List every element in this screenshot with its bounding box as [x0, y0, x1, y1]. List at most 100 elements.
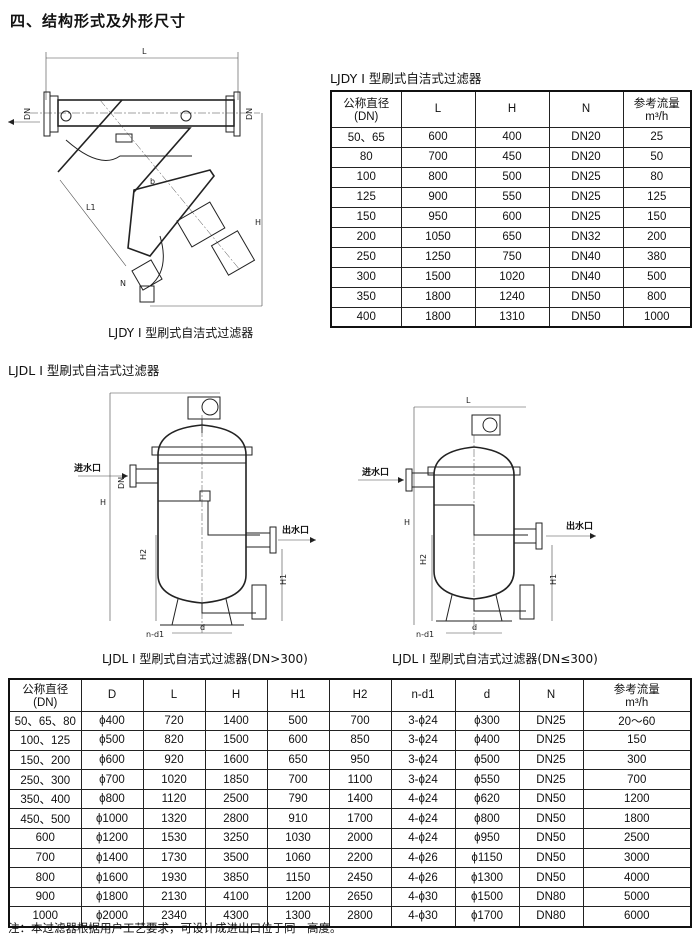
- table-cell: 1500: [204, 730, 268, 751]
- table-cell: 1240: [474, 286, 550, 308]
- table-cell: DN25: [518, 749, 584, 771]
- ljdl-big-H1: H1: [279, 574, 288, 585]
- table-cell: 700: [266, 769, 330, 790]
- table-cell: 600: [266, 730, 330, 751]
- table-cell: ϕ1800: [80, 886, 144, 908]
- table-cell: 450: [474, 146, 550, 168]
- table-cell: DN50: [518, 788, 584, 810]
- table-cell: 50、65、80: [8, 710, 82, 732]
- table-cell: 1050: [400, 226, 476, 248]
- table-cell: 3-ϕ24: [390, 749, 456, 771]
- ljdl-small-H: H: [404, 518, 410, 527]
- ljdl-big-nd1: n-d1: [146, 630, 164, 639]
- ljdl-big-DN: DN: [117, 477, 126, 489]
- ljdl-small-drawing: L H 进水口 出水口 H2 H1 d n-d1: [358, 396, 596, 639]
- table-cell: 800: [622, 286, 692, 308]
- ljdl-small-nd1: n-d1: [416, 630, 434, 639]
- table-cell: 3250: [204, 828, 268, 849]
- ljdy-col-L: L: [400, 90, 476, 128]
- table-cell: 125: [330, 186, 402, 208]
- table-cell: 650: [474, 226, 550, 248]
- table-cell: 1800: [400, 286, 476, 308]
- table-cell: DN50: [548, 286, 624, 308]
- table-cell: 1730: [142, 847, 206, 869]
- ljdl-col-nd1: n-d1: [390, 678, 456, 712]
- table-cell: ϕ1200: [80, 828, 144, 849]
- table-cell: 910: [266, 808, 330, 830]
- table-cell: 900: [8, 886, 82, 908]
- table-cell: ϕ2000: [80, 906, 144, 928]
- table-cell: 250、300: [8, 769, 82, 790]
- table-cell: ϕ500: [80, 730, 144, 751]
- table-cell: 150: [330, 206, 402, 228]
- table-cell: ϕ800: [454, 808, 520, 830]
- ljdl-big-outlet: 出水口: [282, 524, 309, 536]
- table-cell: ϕ1300: [454, 867, 520, 888]
- table-cell: 920: [142, 749, 206, 771]
- table-cell: 50、65: [330, 126, 402, 148]
- table-cell: 500: [266, 710, 330, 732]
- ljdy-col-N: N: [548, 90, 624, 128]
- ljdl-col-H1: H1: [266, 678, 330, 712]
- table-cell: 4-ϕ26: [390, 847, 456, 869]
- table-cell: 25: [622, 126, 692, 148]
- table-cell: 950: [400, 206, 476, 228]
- table-cell: 350: [330, 286, 402, 308]
- table-cell: 400: [330, 306, 402, 328]
- table-cell: 1030: [266, 828, 330, 849]
- table-cell: 790: [266, 788, 330, 810]
- table-cell: 820: [142, 730, 206, 751]
- table-cell: DN50: [518, 847, 584, 869]
- table-cell: ϕ620: [454, 788, 520, 810]
- ljdy-H-label: H: [255, 218, 261, 227]
- table-cell: 150、200: [8, 749, 82, 771]
- ljdl-small-L: L: [466, 396, 471, 405]
- ljdy-table-title: LJDY Ⅰ 型刷式自洁式过滤器: [330, 71, 482, 86]
- table-cell: 4-ϕ30: [390, 886, 456, 908]
- ljdl-small-inlet: 进水口: [362, 466, 389, 478]
- table-cell: 950: [328, 749, 392, 771]
- table-cell: 2800: [204, 808, 268, 830]
- ljdl-col-H2: H2: [328, 678, 392, 712]
- table-cell: ϕ400: [80, 710, 144, 732]
- table-cell: 700: [8, 847, 82, 869]
- section-title: 四、结构形式及外形尺寸: [10, 12, 187, 30]
- table-cell: ϕ600: [80, 749, 144, 771]
- table-cell: 1100: [328, 769, 392, 790]
- table-cell: ϕ550: [454, 769, 520, 790]
- table-cell: 6000: [582, 906, 692, 928]
- table-cell: DN50: [548, 306, 624, 328]
- table-cell: DN40: [548, 246, 624, 268]
- table-cell: 800: [400, 166, 476, 188]
- table-cell: DN20: [548, 126, 624, 148]
- table-cell: ϕ1700: [454, 906, 520, 928]
- table-cell: DN25: [548, 166, 624, 188]
- table-cell: 200: [622, 226, 692, 248]
- ljdl-small-outlet: 出水口: [566, 520, 593, 532]
- ljdy-drawing: L DN DN L1 H N b: [8, 47, 263, 307]
- ljdy-col-H: H: [474, 90, 550, 128]
- table-cell: 1930: [142, 867, 206, 888]
- footnote: 注：本过滤器根据用户工艺要求，可设计成进出口位于同一高度。: [8, 921, 342, 935]
- table-cell: DN25: [518, 730, 584, 751]
- ljdl-big-d: d: [200, 623, 205, 632]
- table-cell: 1020: [142, 769, 206, 790]
- table-cell: 1000: [622, 306, 692, 328]
- ljdy-b-label: b: [150, 177, 155, 186]
- table-cell: 80: [622, 166, 692, 188]
- table-cell: 4-ϕ24: [390, 828, 456, 849]
